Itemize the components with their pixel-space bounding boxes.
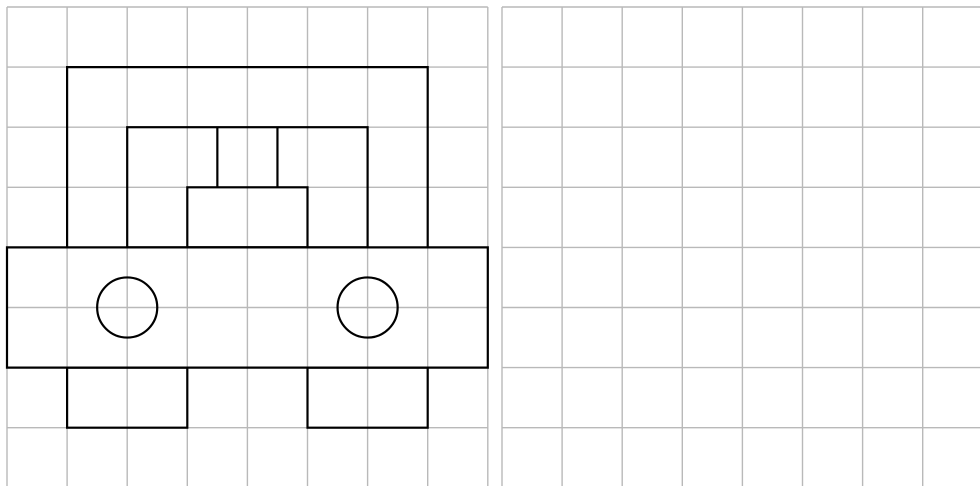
right-grid (502, 7, 980, 486)
